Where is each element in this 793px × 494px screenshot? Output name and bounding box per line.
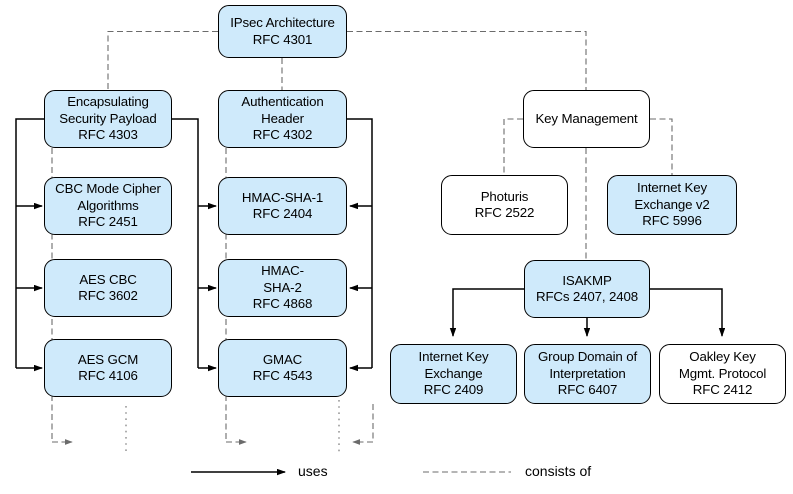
edge-isakmp-ike bbox=[449, 288, 524, 337]
node-group-domain-of-interpretation[interactable]: Group Domain of Interpretation RFC 6407 bbox=[524, 344, 651, 404]
node-line: HMAC- bbox=[261, 263, 304, 279]
node-authentication-header[interactable]: Authentication Header RFC 4302 bbox=[218, 90, 347, 148]
node-line: AES CBC bbox=[79, 271, 137, 287]
node-line: Key Management bbox=[535, 110, 638, 126]
node-line: Authentication bbox=[241, 94, 324, 110]
node-aes-gcm[interactable]: AES GCM RFC 4106 bbox=[44, 339, 172, 397]
node-line: RFC 6407 bbox=[557, 382, 618, 398]
node-hmac-sha-1[interactable]: HMAC-SHA-1 RFC 2404 bbox=[218, 177, 347, 235]
node-line: Algorithms bbox=[77, 197, 139, 213]
node-line: Mgmt. Protocol bbox=[678, 365, 767, 381]
edge-esp-right-bus bbox=[172, 118, 199, 206]
node-line: Oakley Key bbox=[689, 349, 756, 365]
node-line: AES GCM bbox=[77, 351, 139, 367]
node-line: RFC 2451 bbox=[78, 214, 138, 230]
node-line: RFC 4302 bbox=[252, 127, 313, 143]
node-line: RFC 2412 bbox=[692, 382, 753, 398]
node-line: IPsec Architecture bbox=[230, 15, 335, 30]
legend-consists-of-label: consists of bbox=[525, 463, 592, 479]
node-line: ISAKMP bbox=[562, 272, 612, 288]
node-line: RFC 4868 bbox=[252, 296, 313, 312]
node-line: RFC 3602 bbox=[78, 288, 138, 303]
node-isakmp[interactable]: ISAKMP RFCs 2407, 2408 bbox=[524, 260, 650, 318]
node-line: RFC 4543 bbox=[252, 368, 313, 383]
node-encapsulating-security-payload[interactable]: Encapsulating Security Payload RFC 4303 bbox=[44, 90, 172, 148]
node-line: RFC 5996 bbox=[642, 213, 702, 229]
node-line: Interpretation bbox=[549, 365, 626, 381]
node-line: RFC 2522 bbox=[474, 205, 535, 220]
node-oakley-key-mgmt-protocol[interactable]: Oakley Key Mgmt. Protocol RFC 2412 bbox=[659, 344, 786, 404]
node-line: Group Domain of bbox=[537, 349, 637, 365]
node-gmac[interactable]: GMAC RFC 4543 bbox=[218, 339, 347, 397]
node-line: GMAC bbox=[262, 351, 303, 367]
node-line: Internet Key bbox=[637, 180, 707, 196]
node-line: RFC 2404 bbox=[252, 206, 313, 221]
node-internet-key-exchange[interactable]: Internet Key Exchange RFC 2409 bbox=[390, 344, 517, 404]
edge-keymgmt-photuris bbox=[503, 118, 523, 175]
node-line: RFC 4106 bbox=[78, 368, 138, 383]
node-line: RFC 4303 bbox=[78, 127, 138, 143]
node-line: SHA-2 bbox=[263, 279, 302, 295]
uses-edges bbox=[15, 118, 726, 372]
edge-ipsec-keymgmt bbox=[347, 30, 587, 90]
node-line: Encapsulating bbox=[67, 94, 149, 110]
node-line: Exchange v2 bbox=[634, 196, 710, 212]
node-line: HMAC-SHA-1 bbox=[241, 189, 324, 205]
edge-ah-bus bbox=[347, 118, 373, 368]
node-line: Security Payload bbox=[59, 110, 157, 126]
node-line: RFC 4301 bbox=[252, 31, 313, 47]
node-line: Photuris bbox=[480, 188, 529, 204]
edge-ipsec-esp bbox=[107, 30, 218, 90]
node-line: RFCs 2407, 2408 bbox=[536, 289, 638, 304]
node-hmac-sha-2[interactable]: HMAC- SHA-2 RFC 4868 bbox=[218, 259, 347, 317]
node-key-management[interactable]: Key Management bbox=[523, 90, 650, 148]
legend-uses-label: uses bbox=[298, 463, 328, 479]
node-line: RFC 2409 bbox=[423, 382, 484, 398]
node-internet-key-exchange-v2[interactable]: Internet Key Exchange v2 RFC 5996 bbox=[607, 175, 737, 235]
edge-esp-bus bbox=[15, 118, 44, 368]
node-photuris[interactable]: Photuris RFC 2522 bbox=[441, 175, 568, 235]
node-line: Internet Key bbox=[418, 349, 489, 365]
node-line: Header bbox=[261, 110, 304, 126]
node-aes-cbc[interactable]: AES CBC RFC 3602 bbox=[44, 259, 172, 317]
node-line: CBC Mode Cipher bbox=[55, 181, 161, 197]
node-cbc-mode-cipher-algorithms[interactable]: CBC Mode Cipher Algorithms RFC 2451 bbox=[44, 177, 172, 235]
node-line: Exchange bbox=[424, 365, 483, 381]
edge-isakmp-oakley bbox=[650, 288, 726, 337]
node-ipsec-architecture[interactable]: IPsec Architecture RFC 4301 bbox=[218, 5, 347, 58]
edge-keymgmt-ikev2 bbox=[650, 118, 673, 175]
